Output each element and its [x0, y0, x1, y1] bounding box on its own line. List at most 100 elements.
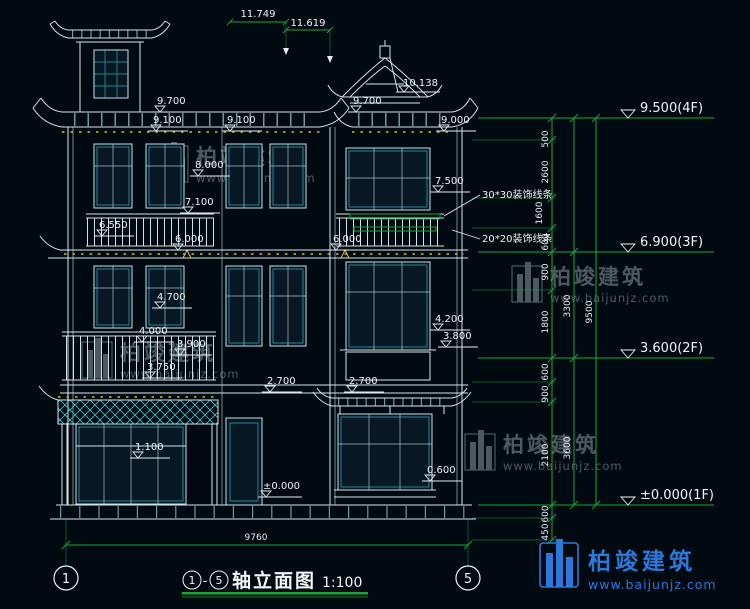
balcony-3f-right: [336, 213, 444, 247]
level-1f-label: ±0.000(1F): [640, 488, 714, 503]
title-separator: -: [203, 574, 208, 589]
mark-4200: 4.200: [430, 314, 470, 331]
svg-text:±0.000: ±0.000: [263, 481, 300, 492]
svg-text:9.700: 9.700: [157, 96, 186, 107]
chain-2600: 2600: [541, 160, 551, 183]
svg-text:4.700: 4.700: [157, 292, 186, 303]
title-text: 轴立面图: [232, 569, 316, 592]
chain-600-b: 600: [541, 363, 551, 380]
mark-2700-a: 2.700: [262, 376, 302, 393]
svg-text:7.500: 7.500: [435, 176, 464, 187]
brand-site: www.baijunjz.com: [588, 577, 717, 592]
watermark-site: www.baijunjz.com: [503, 459, 623, 473]
title-bubble-start: 1: [189, 574, 196, 587]
chain-3600: 3600: [563, 436, 573, 459]
chain-600-a: 600: [541, 233, 551, 250]
mark-9700-left: 9.700: [152, 96, 192, 113]
svg-text:10.138: 10.138: [403, 78, 438, 89]
bottom-dim-value: 9760: [245, 533, 268, 543]
svg-text:6.000: 6.000: [175, 234, 204, 245]
svg-text:9.700: 9.700: [353, 96, 382, 107]
canopy-1f-left-lattice: [38, 385, 219, 506]
svg-text:2.700: 2.700: [349, 376, 378, 387]
bottom-dimension: 9760: [61, 520, 473, 566]
elevation-marks: 9.700 9.100 9.100 8.000 7.100 6.550 6.00…: [94, 57, 478, 498]
mark-0000: ±0.000: [258, 481, 302, 498]
chain-900-a: 900: [541, 263, 551, 280]
watermark-logo-icon: [511, 262, 543, 303]
mark-3750: 3.750: [142, 362, 182, 379]
svg-text:9.000: 9.000: [441, 115, 470, 126]
annotation-deco-20x20: 20*20装饰线条: [482, 232, 552, 245]
watermark-brand: 柏竣建筑: [550, 265, 646, 289]
brand-logo-icon: [539, 539, 579, 588]
chain-600-c: 600: [541, 505, 551, 522]
svg-text:3.900: 3.900: [177, 339, 206, 350]
chain-2100: 2100: [541, 443, 551, 466]
apron-2f-right: [345, 351, 431, 381]
top-dim-right: 11.619: [291, 18, 326, 29]
chain-3300: 3300: [563, 294, 573, 317]
walls: [67, 127, 463, 505]
dimension-layer: 9760 11.749 11.619: [61, 9, 714, 566]
deco-strip-30x30: [349, 213, 441, 220]
brand-name: 柏竣建筑: [588, 548, 696, 575]
mark-9700-right: 9.700: [348, 96, 388, 113]
svg-text:3.800: 3.800: [443, 331, 472, 342]
building: [32, 20, 479, 520]
mark-1100: 1.100: [130, 442, 170, 459]
watermark: 柏竣建筑 www.baijunjz.com: [464, 430, 623, 473]
window-1f-right: [334, 413, 436, 498]
roof-accents: [182, 248, 350, 259]
leader-arrow: [327, 56, 333, 63]
level-3f-label: 6.900(3F): [640, 235, 703, 250]
chain-900-b: 900: [541, 385, 551, 402]
svg-text:2.700: 2.700: [267, 376, 296, 387]
annotation-layer: 30*30装饰线条 20*20装饰线条: [443, 188, 552, 245]
windows-2f: [93, 261, 436, 381]
svg-text:6.000: 6.000: [333, 234, 362, 245]
leader-arrow: [283, 48, 289, 55]
chain-500: 500: [541, 130, 551, 147]
svg-text:4.000: 4.000: [139, 326, 168, 337]
mark-7100: 7.100: [180, 197, 220, 214]
watermark: 柏竣建筑 www.baijunjz.com: [511, 262, 670, 305]
storefront-1f-left: [75, 423, 187, 505]
level-2f-label: 3.600(2F): [640, 341, 703, 356]
mark-9100-b: 9.100: [222, 115, 262, 132]
level-4f-label: 9.500(4F): [640, 101, 703, 116]
mark-3800: 3.800: [438, 331, 478, 348]
axis-bubbles: 1 5: [53, 565, 481, 591]
watermark-site: www.baijunjz.com: [550, 291, 670, 305]
right-extension-lines: [472, 139, 556, 541]
svg-text:0.600: 0.600: [427, 465, 456, 476]
mark-8000: 8.000: [190, 160, 230, 177]
chain-ticks: [547, 113, 601, 545]
svg-text:6.550: 6.550: [99, 220, 128, 231]
chain-1600: 1600: [535, 201, 545, 224]
mark-6000-a: 6.000: [170, 234, 210, 251]
gable-roof: [327, 40, 443, 104]
annotation-deco-30x30: 30*30装饰线条: [482, 188, 552, 201]
right-dimension-chains: [547, 113, 601, 545]
mark-4000: 4.000: [134, 326, 174, 343]
balcony-2f-left: [62, 331, 216, 381]
watermark-brand: 柏竣建筑: [503, 433, 599, 457]
mark-2700-b: 2.700: [344, 376, 384, 393]
svg-text:9.100: 9.100: [227, 115, 256, 126]
deco-strip-20x20: [353, 226, 437, 232]
mark-6000-b: 6.000: [328, 234, 368, 251]
axis-bubble-1: 1: [62, 572, 70, 587]
svg-text:8.000: 8.000: [195, 160, 224, 171]
windows-3f: [93, 143, 431, 211]
mark-3900: 3.900: [172, 339, 212, 356]
canopy-1f-right: [312, 387, 472, 414]
mark-4700: 4.700: [152, 292, 192, 309]
base-plinth: [50, 504, 476, 520]
balcony-3f-left: [86, 213, 214, 247]
svg-text:3.750: 3.750: [147, 362, 176, 373]
tower-top-left: [49, 20, 171, 112]
watermark-logo-icon: [464, 430, 496, 471]
